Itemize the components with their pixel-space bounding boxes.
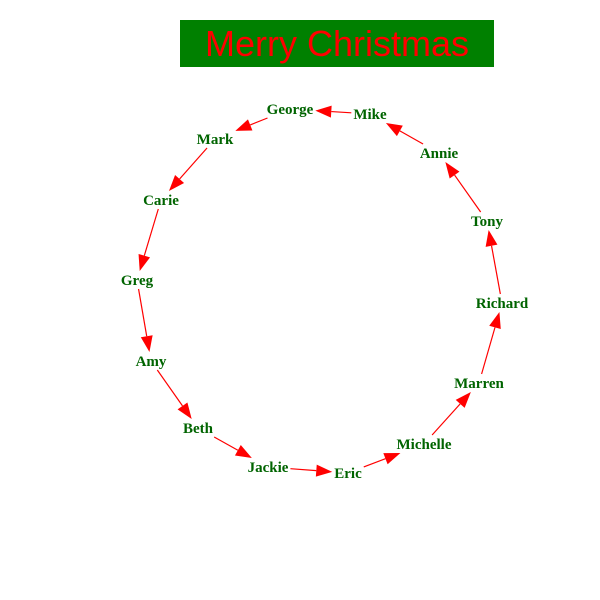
- edge-jackie-to-eric: [290, 464, 333, 477]
- edge-line: [363, 458, 386, 468]
- node-annie: Annie: [420, 146, 459, 162]
- arrowhead-icon: [383, 453, 401, 465]
- arrowhead-icon: [235, 119, 253, 131]
- edge-carie-to-greg: [138, 208, 159, 271]
- edge-line: [249, 117, 268, 126]
- arrowhead-icon: [485, 230, 498, 247]
- node-beth: Beth: [183, 421, 214, 437]
- edge-line: [156, 369, 183, 407]
- edge-line: [179, 147, 208, 180]
- arrowhead-icon: [445, 162, 460, 179]
- node-tony: Tony: [471, 214, 503, 230]
- node-amy: Amy: [136, 354, 167, 370]
- arrowhead-icon: [455, 392, 471, 408]
- arrowhead-icon: [315, 105, 332, 118]
- node-richard: Richard: [476, 296, 529, 312]
- edge-mark-to-carie: [168, 147, 208, 191]
- arrowhead-icon: [234, 444, 252, 458]
- node-carie: Carie: [143, 193, 179, 209]
- node-marren: Marren: [454, 376, 504, 392]
- edge-george-to-mark: [235, 117, 268, 131]
- node-mike: Mike: [353, 107, 387, 123]
- arrowhead-icon: [138, 253, 151, 271]
- edge-line: [137, 288, 148, 337]
- edge-beth-to-jackie: [213, 436, 252, 458]
- arrowhead-icon: [315, 464, 333, 477]
- arrowhead-icon: [168, 175, 185, 191]
- edge-line: [481, 327, 496, 375]
- node-michelle: Michelle: [397, 437, 452, 453]
- edge-line: [331, 110, 352, 114]
- edge-line: [490, 245, 501, 295]
- node-mark: Mark: [197, 132, 234, 148]
- edge-line: [213, 436, 239, 451]
- node-jackie: Jackie: [248, 460, 289, 476]
- arrowhead-icon: [489, 312, 501, 330]
- node-eric: Eric: [334, 466, 362, 482]
- node-greg: Greg: [121, 273, 154, 289]
- edges-layer: [137, 105, 501, 477]
- edge-tony-to-annie: [445, 162, 482, 213]
- edge-eric-to-michelle: [363, 453, 401, 468]
- arrowhead-icon: [385, 123, 403, 137]
- edge-line: [399, 130, 424, 145]
- edge-line: [454, 174, 482, 213]
- edge-annie-to-mike: [385, 123, 424, 145]
- edge-greg-to-amy: [137, 288, 153, 352]
- edge-amy-to-beth: [156, 369, 192, 419]
- arrowhead-icon: [140, 335, 153, 352]
- edge-line: [143, 208, 159, 256]
- edge-line: [431, 403, 461, 436]
- edge-michelle-to-marren: [431, 392, 471, 436]
- edge-mike-to-george: [315, 105, 352, 118]
- banner-title: Merry Christmas: [204, 22, 469, 64]
- title-banner: Merry Christmas: [180, 20, 494, 67]
- edge-marren-to-richard: [481, 312, 501, 375]
- edge-line: [290, 468, 317, 472]
- node-george: George: [267, 102, 314, 118]
- edge-richard-to-tony: [485, 230, 501, 295]
- arrowhead-icon: [177, 402, 192, 419]
